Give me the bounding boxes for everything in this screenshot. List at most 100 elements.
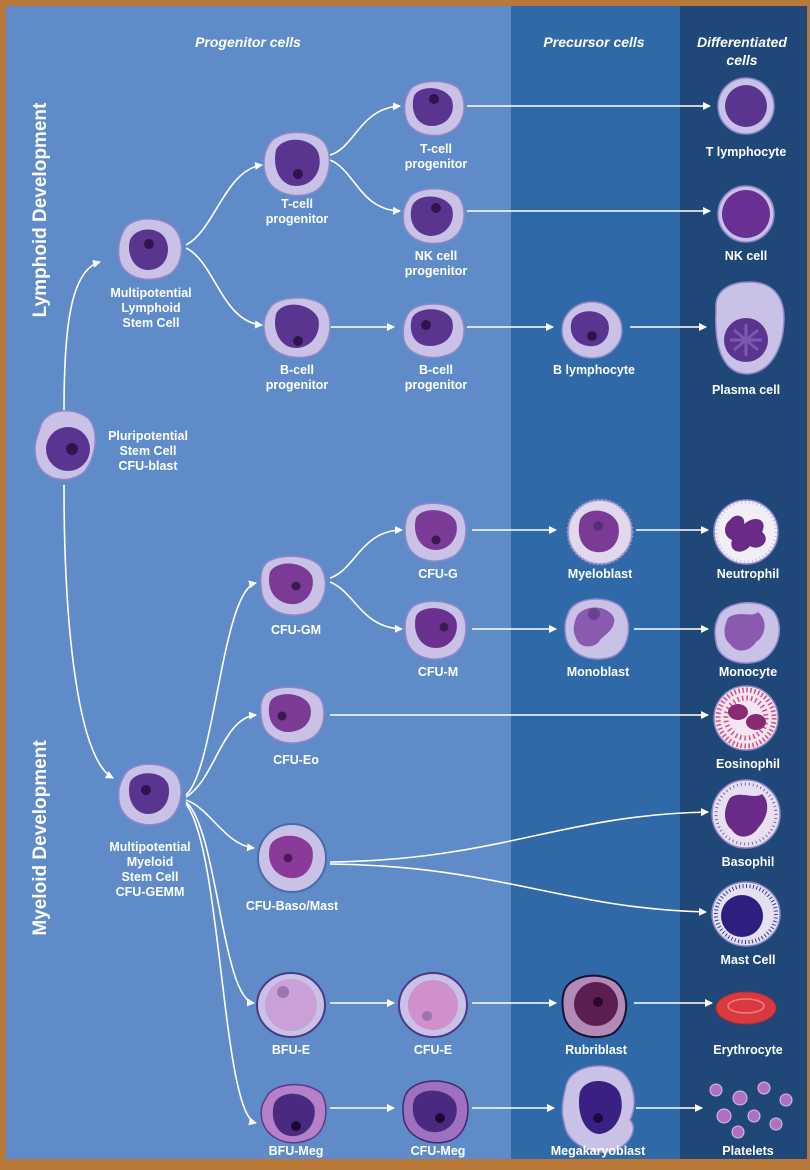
arrow-cfugm-to-cfug xyxy=(329,526,403,579)
eosinophil-cell xyxy=(713,685,779,751)
label-multi-myeloid-4: CFU-GEMM xyxy=(116,885,185,899)
rubriblast-cell xyxy=(561,974,628,1039)
label-pluripotential-3: CFU-blast xyxy=(118,459,178,473)
label-nk-prog-2: progenitor xyxy=(405,264,468,278)
bcell-progenitor2-cell xyxy=(402,303,465,359)
label-monoblast: Monoblast xyxy=(567,665,630,679)
label-tcell-prog2-1: T-cell xyxy=(420,142,452,156)
cfu-m-cell xyxy=(404,600,467,660)
cfu-eo-cell xyxy=(259,686,325,744)
side-label-myeloid: Myeloid Development xyxy=(30,740,51,936)
label-monocyte: Monocyte xyxy=(719,665,777,679)
arrow-to-basophil xyxy=(329,808,709,863)
plasma-cell-cell xyxy=(715,281,785,375)
arrow-tprog-to-tprog2 xyxy=(329,102,401,156)
arrow-lymph-to-tprog xyxy=(185,161,263,246)
header-differentiated-1: Differentiated xyxy=(697,34,787,50)
label-cfu-meg: CFU-Meg xyxy=(411,1144,466,1158)
t-lymphocyte-cell xyxy=(717,77,775,135)
label-pluripotential-1: Pluripotential xyxy=(108,429,188,443)
cfu-meg-cell xyxy=(402,1080,469,1144)
arrow-tprog-to-nkprog xyxy=(329,159,401,215)
label-bfu-meg: BFU-Meg xyxy=(269,1144,324,1158)
megakaryoblast-cell xyxy=(561,1065,635,1153)
label-multi-myeloid-2: Myeloid xyxy=(127,855,174,869)
label-cfu-g: CFU-G xyxy=(418,567,458,581)
label-myeloblast: Myeloblast xyxy=(568,567,633,581)
label-cfu-baso: CFU-Baso/Mast xyxy=(246,899,339,913)
cfu-gm-cell xyxy=(259,555,327,616)
arrow-myeloid-to-cfubaso xyxy=(185,799,255,852)
labels: Pluripotential Stem Cell CFU-blast Multi… xyxy=(108,142,786,1158)
pluripotential-stem-cell xyxy=(34,410,96,481)
arrow-lymph-to-bprog xyxy=(185,247,263,329)
monoblast-cell xyxy=(564,598,630,660)
arrow-to-mastcell xyxy=(329,863,707,916)
bfu-meg-cell xyxy=(260,1083,327,1144)
bcell-progenitor-cell xyxy=(263,297,331,359)
tcell-progenitor-cell xyxy=(263,131,331,197)
label-b-lymphocyte: B lymphocyte xyxy=(553,363,635,377)
label-multi-lymphoid-2: Lymphoid xyxy=(121,301,180,315)
label-bcell-prog1-1: B-cell xyxy=(280,363,314,377)
label-bcell-prog2-2: progenitor xyxy=(405,378,468,392)
platelets-cell xyxy=(709,1081,793,1139)
arrow-myeloid-to-bfue xyxy=(185,801,255,1007)
arrow-myeloid-to-bfumeg xyxy=(185,803,257,1126)
monocyte-cell xyxy=(714,601,781,664)
label-plasma-cell: Plasma cell xyxy=(712,383,780,397)
basophil-cell xyxy=(711,779,781,849)
label-cfu-gm: CFU-GM xyxy=(271,623,321,637)
label-basophil: Basophil xyxy=(722,855,775,869)
nk-cell-progenitor-cell xyxy=(402,188,465,245)
cfu-e-cell xyxy=(398,972,468,1038)
label-bcell-prog1-2: progenitor xyxy=(266,378,329,392)
neutrophil-cell xyxy=(713,499,779,565)
label-nk-cell: NK cell xyxy=(725,249,767,263)
label-multi-lymphoid-3: Stem Cell xyxy=(123,316,180,330)
header-precursor: Precursor cells xyxy=(543,34,644,50)
label-rubriblast: Rubriblast xyxy=(565,1043,628,1057)
arrow-cfugm-to-cfum xyxy=(329,581,403,633)
label-bcell-prog2-1: B-cell xyxy=(419,363,453,377)
multipotential-lymphoid-stem-cell xyxy=(117,218,183,281)
label-cfu-e: CFU-E xyxy=(414,1043,452,1057)
arrows xyxy=(63,102,713,1126)
label-bfu-e: BFU-E xyxy=(272,1043,310,1057)
header-progenitor: Progenitor cells xyxy=(195,34,301,50)
mast-cell-cell xyxy=(711,881,781,947)
precursor-column xyxy=(511,6,680,1159)
label-mast-cell: Mast Cell xyxy=(721,953,776,967)
arrow-pluri-to-lymphoid xyxy=(63,259,101,413)
cfu-g-cell xyxy=(404,502,467,562)
label-multi-lymphoid-1: Multipotential xyxy=(110,286,191,300)
cfu-baso-mast-cell xyxy=(257,823,327,893)
label-platelets: Platelets xyxy=(722,1144,773,1158)
label-tcell-prog2-2: progenitor xyxy=(405,157,468,171)
bfu-e-cell xyxy=(256,972,326,1038)
label-neutrophil: Neutrophil xyxy=(717,567,780,581)
label-pluripotential-2: Stem Cell xyxy=(120,444,177,458)
label-eosinophil: Eosinophil xyxy=(716,757,780,771)
label-nk-prog-1: NK cell xyxy=(415,249,457,263)
multipotential-myeloid-stem-cell xyxy=(117,763,182,826)
label-multi-myeloid-1: Multipotential xyxy=(109,840,190,854)
arrow-pluri-to-myeloid xyxy=(63,484,114,779)
differentiated-column xyxy=(680,6,807,1159)
header-differentiated-2: cells xyxy=(726,52,757,68)
b-lymphocyte-cell xyxy=(561,301,623,359)
arrow-myeloid-to-cfueo xyxy=(185,711,257,798)
label-t-lymphocyte: T lymphocyte xyxy=(706,145,787,159)
side-label-lymphoid: Lymphoid Development xyxy=(30,102,51,317)
label-tcell-prog1-2: progenitor xyxy=(266,212,329,226)
label-tcell-prog1-1: T-cell xyxy=(281,197,313,211)
label-erythrocyte: Erythrocyte xyxy=(713,1043,783,1057)
myeloblast-cell xyxy=(566,498,634,566)
label-megakaryoblast: Megakaryoblast xyxy=(551,1144,646,1158)
label-cfu-eo: CFU-Eo xyxy=(273,753,319,767)
nk-cell-cell xyxy=(717,185,775,243)
label-multi-myeloid-3: Stem Cell xyxy=(122,870,179,884)
arrow-myeloid-to-cfugm xyxy=(185,580,257,796)
